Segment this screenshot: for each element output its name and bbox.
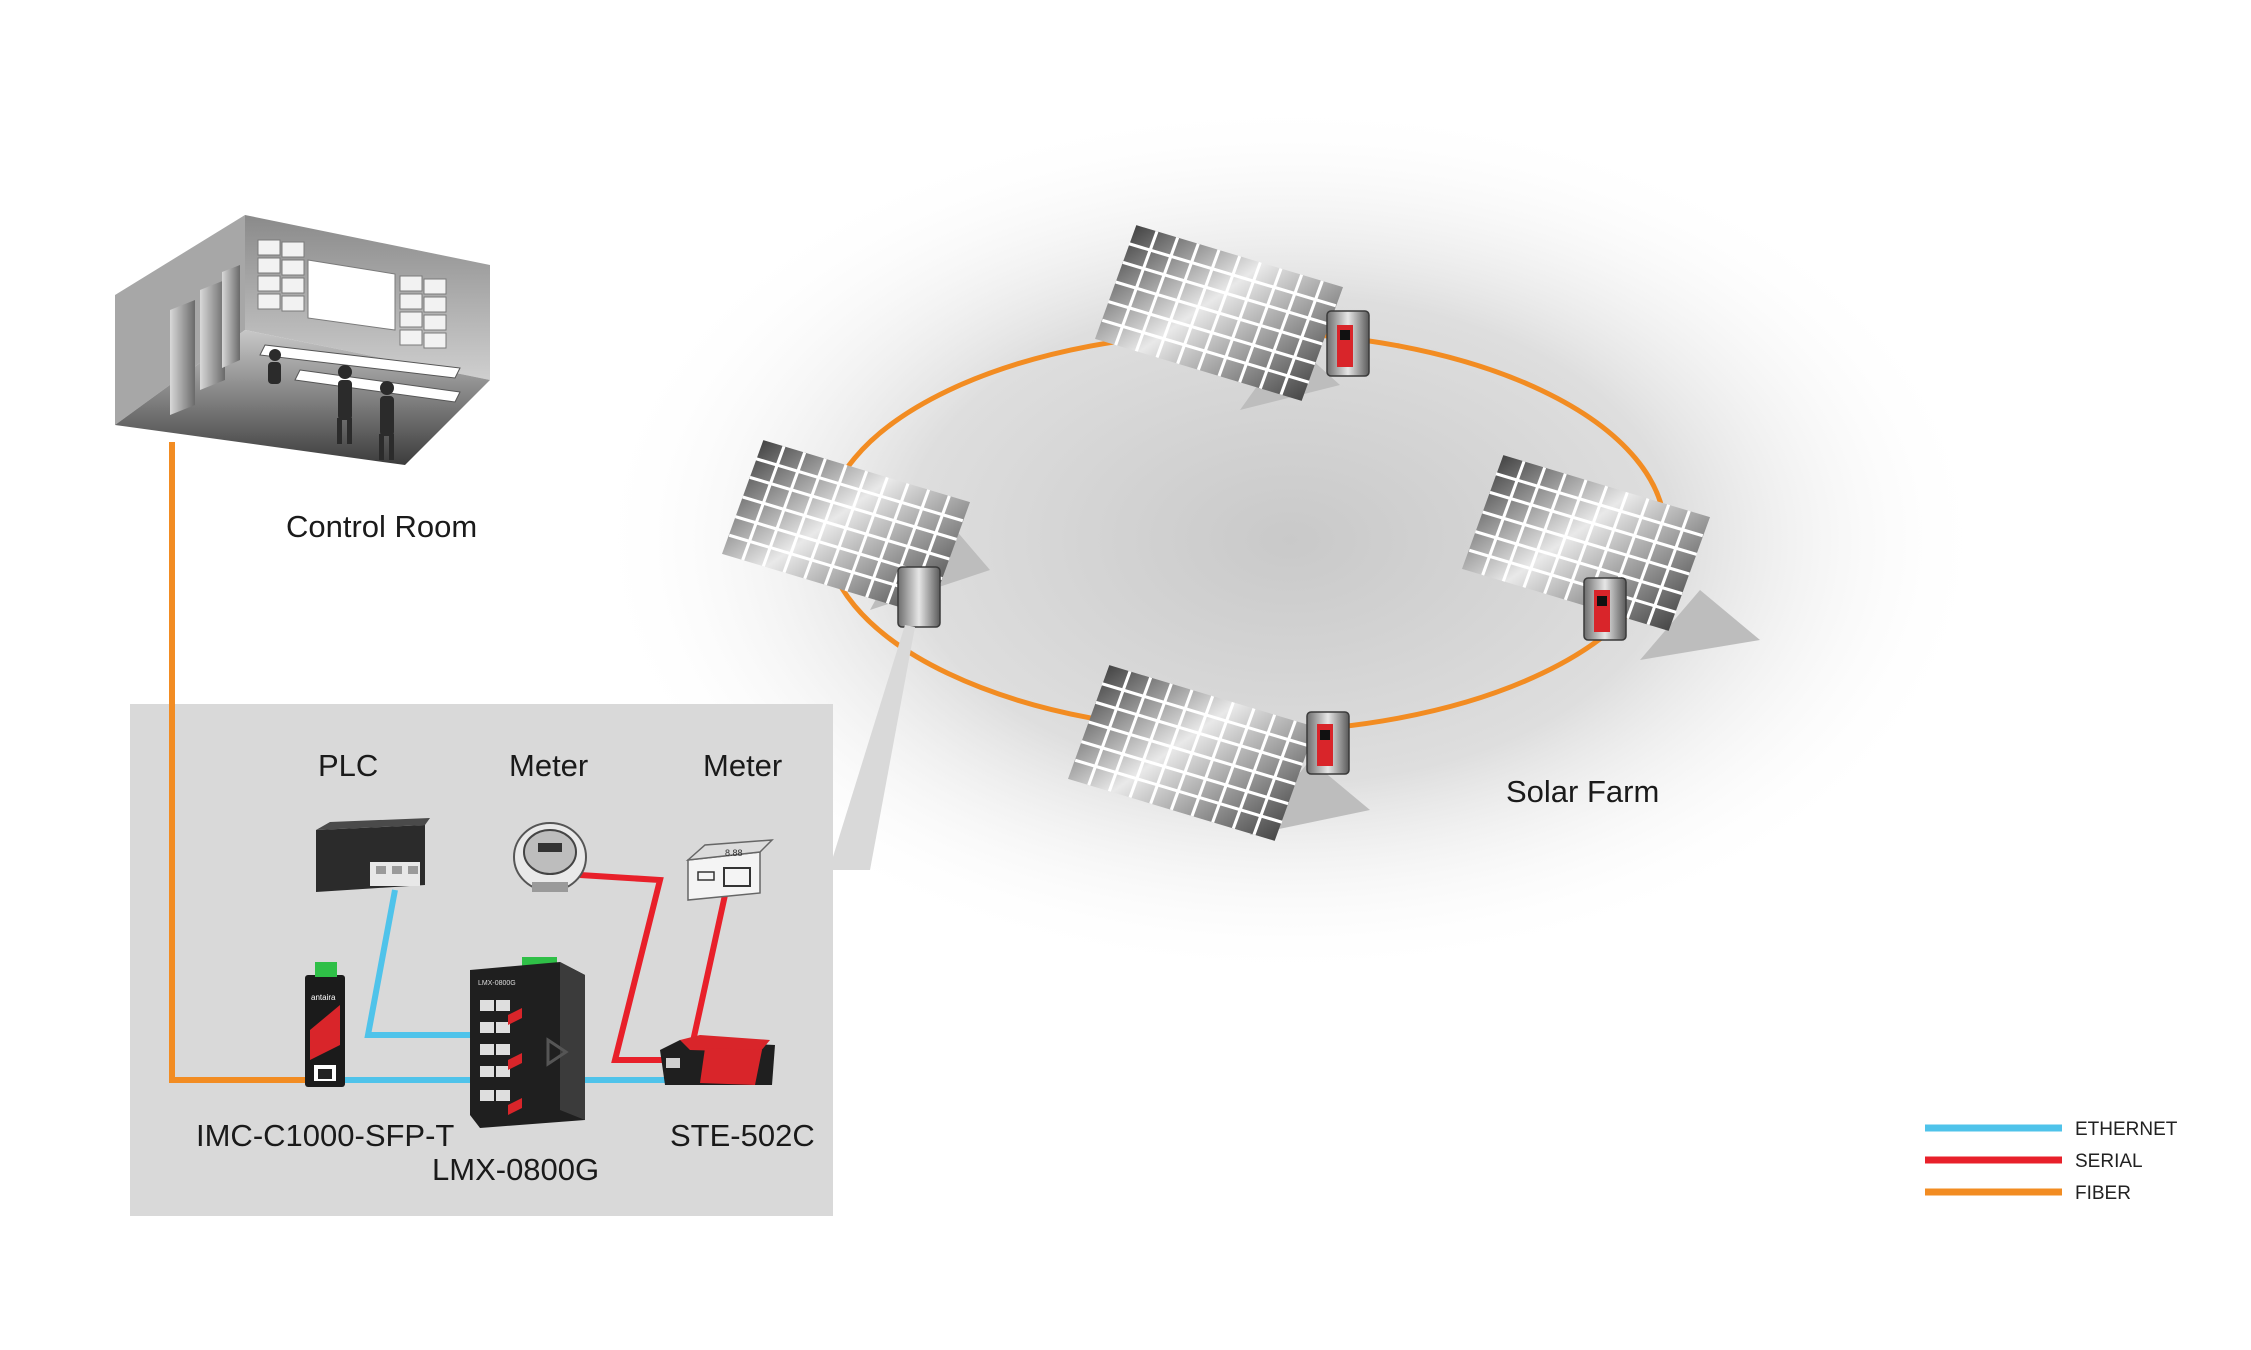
serial-links	[579, 872, 728, 1063]
legend-label-fiber: FIBER	[2075, 1183, 2131, 1204]
cabinet-east	[1583, 577, 1627, 641]
lmx-0800g-device: LMX-0800G	[470, 957, 585, 1128]
detail-callout	[832, 625, 915, 870]
label-solar-farm: Solar Farm	[1506, 774, 1659, 809]
solar-farm-shadow	[590, 100, 1990, 980]
imc-c1000-sfp-t-device: antaira	[305, 962, 345, 1087]
lmx-model-mark: LMX-0800G	[478, 980, 516, 987]
label-imc-c1000-sfp-t: IMC-C1000-SFP-T	[196, 1118, 454, 1153]
fiber-link-control-room	[169, 442, 330, 1083]
video-wall	[257, 239, 447, 349]
cabinet-south	[1306, 711, 1350, 775]
label-meter-2: Meter	[703, 748, 782, 783]
label-meter-1: Meter	[509, 748, 588, 783]
meter-display: 8.88	[725, 848, 743, 858]
label-lmx-0800g: LMX-0800G	[432, 1152, 599, 1187]
cabinet-west	[897, 566, 941, 628]
meter-device-2: 8.88	[685, 839, 774, 901]
label-control-room: Control Room	[286, 509, 477, 544]
meter-device-1	[513, 822, 587, 892]
cabinet-north	[1326, 310, 1370, 377]
legend-label-ethernet: ETHERNET	[2075, 1119, 2178, 1140]
ste-502c-device	[660, 1035, 775, 1085]
label-ste-502c: STE-502C	[670, 1118, 815, 1153]
control-room-illustration	[115, 215, 490, 465]
plc-device	[316, 818, 430, 892]
control-desk	[259, 344, 461, 403]
operators	[268, 349, 394, 460]
site-detail-panel	[130, 704, 833, 1216]
legend-label-serial: SERIAL	[2075, 1151, 2143, 1172]
label-plc: PLC	[318, 748, 378, 783]
server-racks	[170, 265, 240, 415]
imc-brand-mark: antaira	[311, 993, 336, 1002]
legend: ETHERNET SERIAL FIBER	[1925, 1119, 2178, 1204]
